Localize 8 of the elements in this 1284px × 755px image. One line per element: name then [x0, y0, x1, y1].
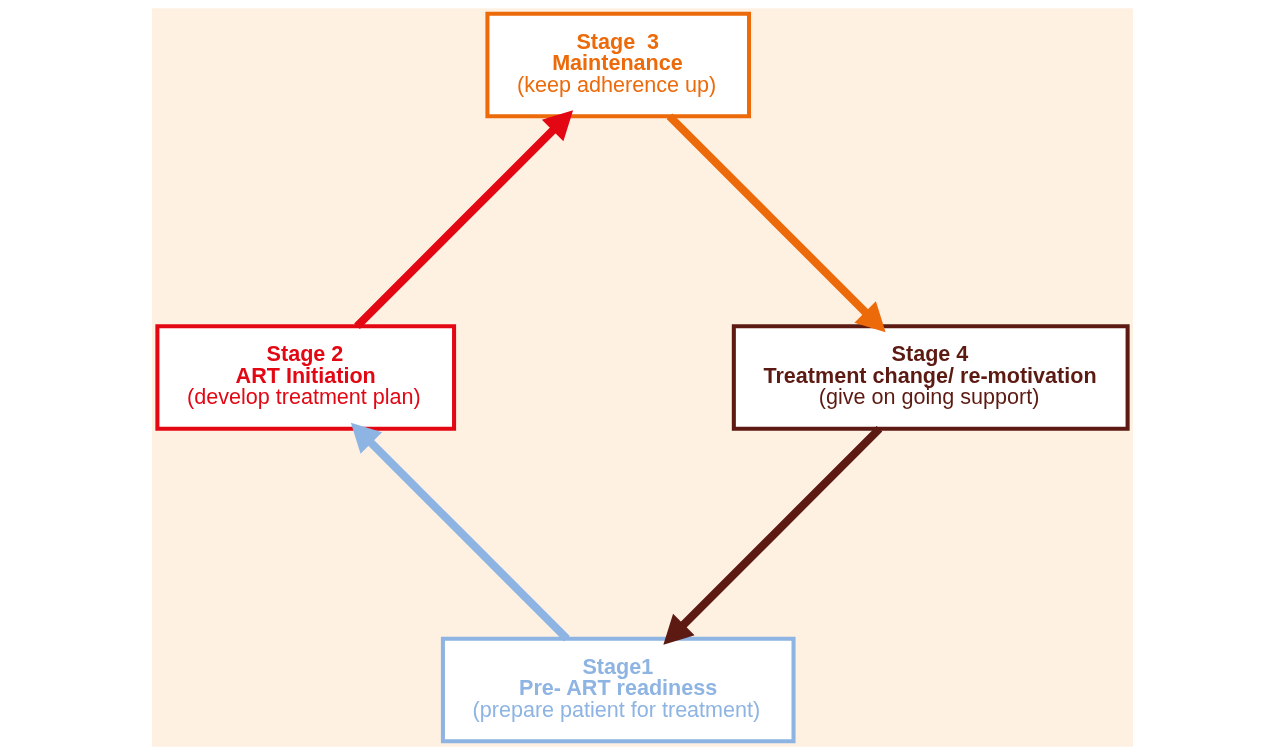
arrow — [666, 113, 886, 333]
node-box: Stage 3 Maintenance (keep adherence up) — [484, 11, 751, 119]
arrow — [662, 425, 882, 645]
node-box: Stage 2 ART Initiation (develop treatment plan) — [154, 324, 456, 431]
arrow — [350, 422, 570, 642]
node-box: Stage 4 Treatment change/ re-motivation (give on going support) — [731, 324, 1130, 431]
node-box: Stage1 Pre- ART readiness (prepare patient for treatment) — [440, 636, 796, 744]
arrow — [353, 110, 573, 330]
